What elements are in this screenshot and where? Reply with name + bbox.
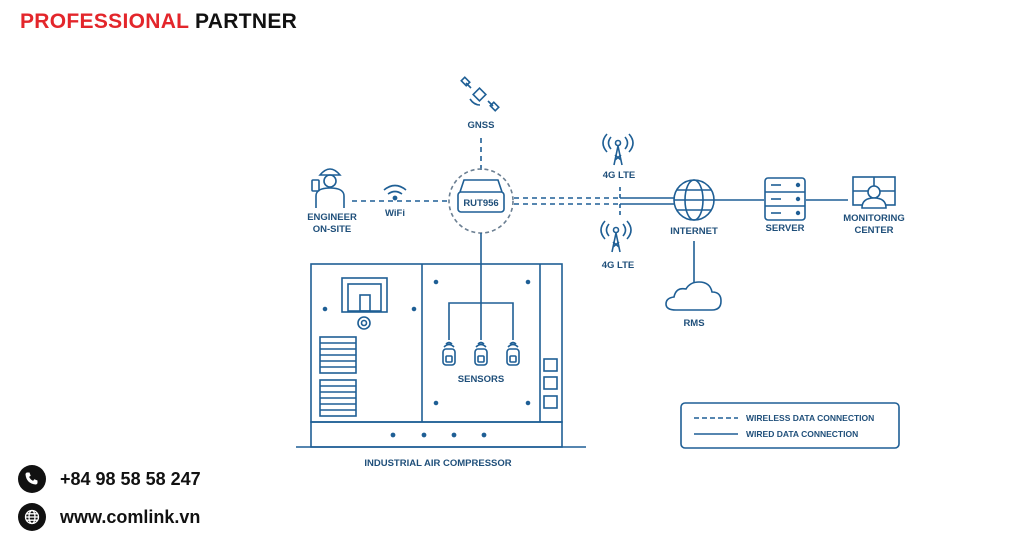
rms-label: RMS — [683, 318, 704, 329]
engineer-label-line1: ENGINEER — [307, 212, 357, 223]
contact-website: www.comlink.vn — [18, 503, 200, 531]
engineer-icon — [311, 168, 345, 208]
router-label: RUT956 — [463, 198, 498, 209]
sensor-icon — [474, 341, 488, 366]
internet-label: INTERNET — [670, 226, 718, 237]
globe-icon — [673, 179, 715, 221]
legend — [680, 402, 900, 449]
tower-bottom-icon — [600, 220, 632, 253]
monitoring-icon — [852, 176, 896, 209]
brand-title-red: PROFESSIONAL — [20, 10, 189, 33]
gnss-label: GNSS — [468, 120, 495, 131]
phone-number[interactable]: +84 98 58 58 247 — [60, 468, 201, 489]
globe-icon — [18, 503, 46, 531]
sensor-icon — [442, 341, 456, 366]
sensors-bus — [448, 302, 514, 340]
wifi-icon — [383, 184, 407, 201]
tower-top-icon — [602, 133, 634, 166]
lte-top-label: 4G LTE — [603, 170, 636, 181]
phone-icon — [18, 465, 46, 493]
legend-wired-label: WIRED DATA CONNECTION — [746, 429, 858, 439]
cloud-icon — [665, 281, 722, 311]
website-link[interactable]: www.comlink.vn — [60, 506, 201, 527]
engineer-label-line2: ON-SITE — [313, 224, 352, 235]
server-label: SERVER — [766, 223, 805, 234]
monitoring-label-line1: MONITORING — [843, 213, 905, 224]
sensors-label: SENSORS — [458, 374, 504, 385]
satellite-icon — [460, 76, 500, 112]
contact-phone: +84 98 58 58 247 — [18, 465, 201, 493]
router-icon — [457, 179, 505, 213]
brand-title-black: PARTNER — [195, 10, 298, 33]
lte-bottom-label: 4G LTE — [602, 260, 635, 271]
compressor-icon — [296, 263, 586, 448]
compressor-label: INDUSTRIAL AIR COMPRESSOR — [364, 458, 511, 469]
wifi-label: WiFi — [385, 208, 405, 219]
sensor-icon — [506, 341, 520, 366]
legend-wireless-label: WIRELESS DATA CONNECTION — [746, 413, 874, 423]
monitoring-label-line2: CENTER — [854, 225, 893, 236]
server-icon — [764, 177, 806, 221]
brand-title: PROFESSIONAL PARTNER — [20, 10, 297, 34]
